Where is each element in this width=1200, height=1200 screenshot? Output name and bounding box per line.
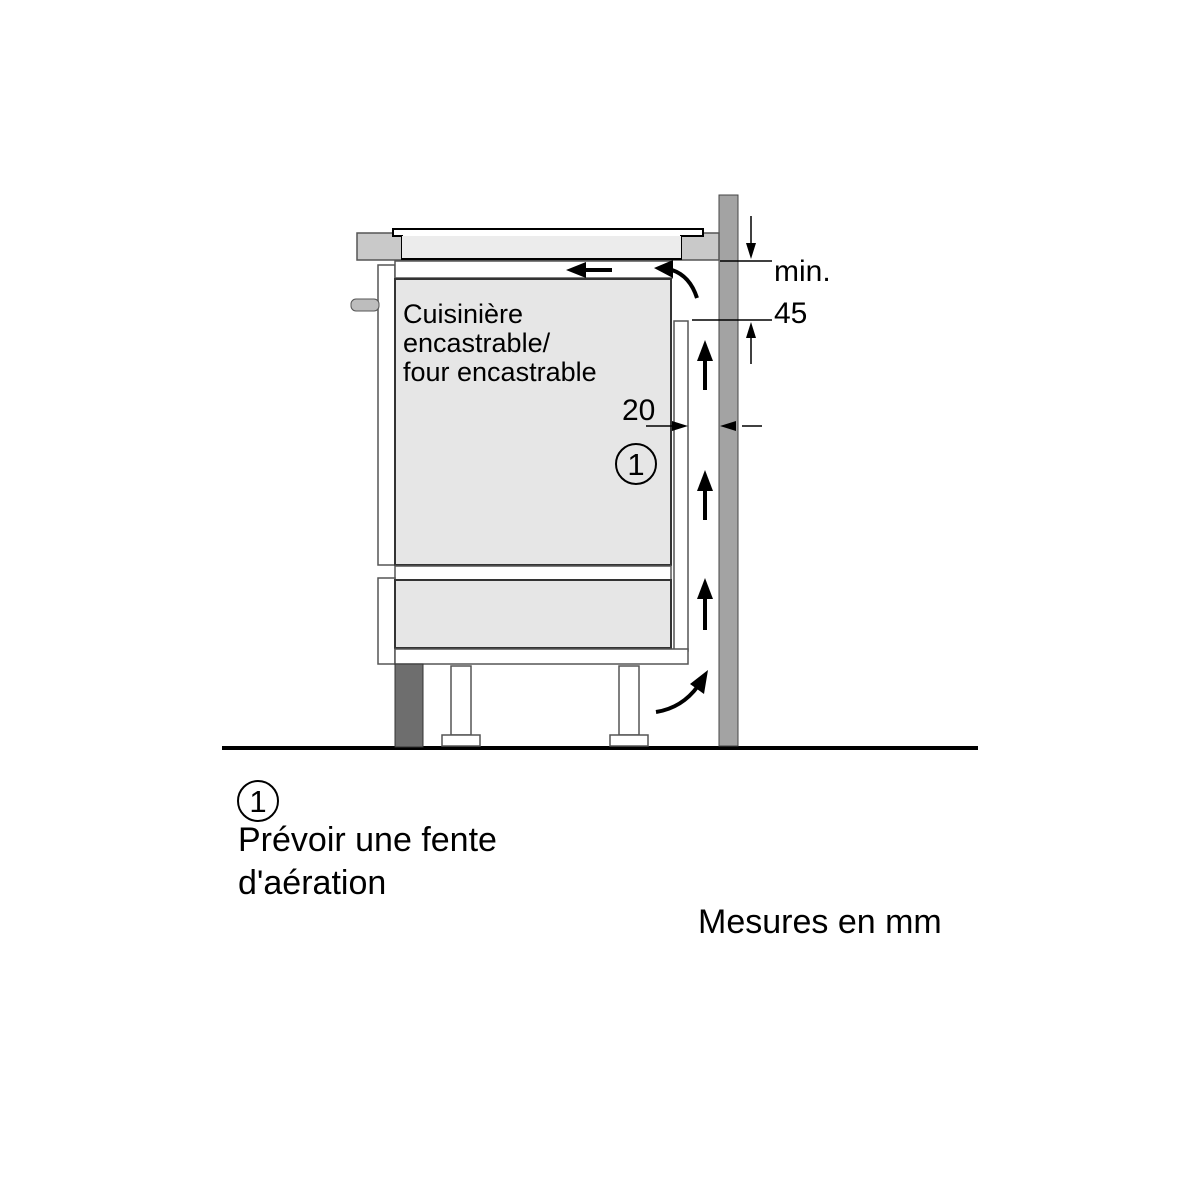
plinth: [394, 663, 424, 748]
airflow-front-arrow: [566, 262, 612, 278]
leg-left: [450, 665, 472, 736]
airflow-inlet-arrow: [655, 670, 708, 714]
appliance-label-line2: encastrable/: [403, 328, 551, 358]
cabinet-left-panel: [377, 264, 396, 566]
callout-marker: 1: [615, 443, 657, 485]
legend-marker: 1: [237, 780, 279, 822]
rear-wall: [718, 194, 739, 747]
legend-line2: d'aération: [238, 864, 386, 902]
airflow-top-curve-arrow: [654, 260, 699, 299]
airflow-up-arrow: [697, 470, 713, 520]
legend-line1: Prévoir une fente: [238, 821, 497, 859]
legend-marker-number: 1: [249, 784, 266, 819]
dimension-20-label: 20: [622, 394, 655, 427]
drawer-body: [394, 579, 672, 649]
drawer-front-left: [377, 577, 396, 665]
dimension-45-label: 45: [774, 297, 807, 330]
appliance-label-line3: four encastrable: [403, 357, 597, 387]
airflow-up-arrow: [697, 578, 713, 630]
drawer-rail: [394, 565, 672, 581]
leg-right: [618, 665, 640, 736]
oven-handle: [350, 298, 380, 312]
dimension-min-45: [692, 216, 772, 364]
cabinet-base: [394, 648, 689, 665]
appliance-label-line1: Cuisinière: [403, 299, 523, 329]
airflow-up-arrow: [697, 340, 713, 390]
callout-marker-number: 1: [627, 447, 644, 482]
oven-front: [394, 278, 672, 566]
dimension-min-label: min.: [774, 255, 831, 288]
leg-right-foot: [609, 734, 649, 747]
cabinet-right-panel: [673, 320, 689, 652]
units-note: Mesures en mm: [698, 903, 942, 941]
leg-left-foot: [441, 734, 481, 747]
cooktop-glass: [402, 236, 681, 258]
dimension-20: [646, 421, 762, 431]
cabinet-top-rail: [394, 260, 673, 279]
